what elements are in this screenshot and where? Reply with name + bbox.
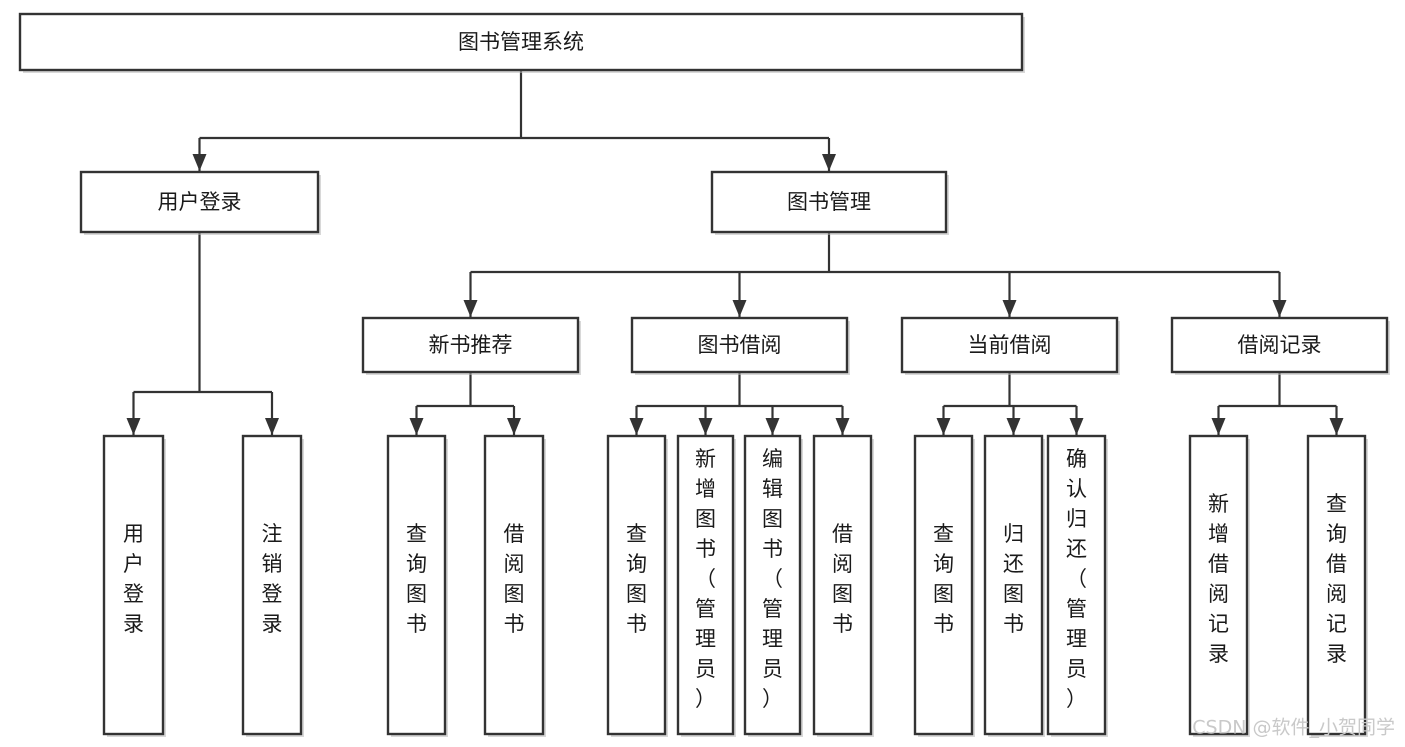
node-label: 图书管理 [787,190,871,214]
node-query-book-2[interactable]: 查询图书 [606,434,668,737]
node-rect[interactable] [386,434,447,736]
node-add-borrow-record[interactable]: 新增借阅记录 [1188,434,1250,737]
node-rect[interactable] [676,434,735,736]
arrow-head-icon [1002,300,1017,317]
node-label: 查询借阅记录 [1326,492,1347,666]
node-rect[interactable] [913,434,974,736]
node-borrow-record[interactable]: 借阅记录 [1170,316,1390,375]
node-label: 用户登录 [158,190,242,214]
arrow-head-icon [1272,300,1287,317]
node-label: 图书借阅 [698,333,782,357]
node-rect[interactable] [79,170,320,234]
node-rect[interactable] [1306,434,1367,736]
arrow-head-icon [192,154,207,171]
node-query-book-3[interactable]: 查询图书 [913,434,975,737]
node-add-book-admin[interactable]: 新增图书（管理员） [676,434,736,737]
node-user-logout[interactable]: 注销登录 [241,434,304,737]
node-undefined[interactable]: 图书管理系统 [18,12,1025,73]
arrow-head-icon [732,300,747,317]
arrow-head-icon [1069,418,1084,435]
node-label: 注销登录 [262,522,283,636]
arrow-head-icon [1329,418,1344,435]
node-rect[interactable] [606,434,667,736]
connector-layer [126,70,1344,435]
arrow-head-icon [765,418,780,435]
arrow-head-icon [409,418,424,435]
arrow-head-icon [507,418,521,435]
node-query-book-1[interactable]: 查询图书 [386,434,448,737]
arrow-head-icon [265,418,279,435]
node-rect[interactable] [900,316,1119,374]
node-current-borrow[interactable]: 当前借阅 [900,316,1120,375]
arrow-head-icon [463,300,478,317]
node-rect[interactable] [241,434,303,736]
csdn-watermark: CSDN @软件_小贺同学 [1192,717,1395,739]
node-borrow-book-1[interactable]: 借阅图书 [483,434,546,737]
node-label: 当前借阅 [968,333,1052,357]
node-rect[interactable] [812,434,873,736]
arrow-head-icon [835,418,850,435]
node-rect[interactable] [102,434,165,736]
arrow-head-icon [698,418,713,435]
node-label: 借阅图书 [832,522,853,636]
node-rect[interactable] [743,434,802,736]
node-label: 用户登录 [123,522,144,636]
node-book-borrow[interactable]: 图书借阅 [630,316,850,375]
arrow-head-icon [936,418,951,435]
node-label: 借阅图书 [504,522,525,636]
node-label: 借阅记录 [1238,333,1322,357]
node-label: 编辑图书（管理员） [762,447,783,711]
node-borrow-book-2[interactable]: 借阅图书 [812,434,874,737]
node-user-login[interactable]: 用户登录 [79,170,321,235]
node-rect[interactable] [18,12,1024,72]
arrow-head-icon [126,418,141,435]
arrow-head-icon [1211,418,1226,435]
node-rect[interactable] [983,434,1044,736]
node-new-book-recommend[interactable]: 新书推荐 [361,316,581,375]
node-label: 查询图书 [406,522,427,636]
arrow-head-icon [1006,418,1021,435]
node-rect[interactable] [630,316,849,374]
node-book-manage[interactable]: 图书管理 [710,170,949,235]
node-label: 归还图书 [1003,522,1024,636]
node-rect[interactable] [483,434,545,736]
node-return-book[interactable]: 归还图书 [983,434,1045,737]
node-label: 新书推荐 [429,333,513,357]
arrow-head-icon [822,154,836,171]
node-edit-book-admin[interactable]: 编辑图书（管理员） [743,434,803,737]
node-rect[interactable] [1046,434,1107,736]
node-rect[interactable] [1170,316,1389,374]
node-user-login-do[interactable]: 用户登录 [102,434,166,737]
node-rect[interactable] [361,316,580,374]
node-label: 查询图书 [933,522,954,636]
node-label: 确认归还（管理员） [1066,447,1087,711]
node-label: 查询图书 [626,522,647,636]
node-label: 图书管理系统 [458,30,584,54]
node-query-borrow-record[interactable]: 查询借阅记录 [1306,434,1368,737]
arrow-head-icon [629,418,644,435]
node-label: 新增借阅记录 [1208,492,1229,666]
node-rect[interactable] [710,170,948,234]
node-label: 新增图书（管理员） [695,447,716,711]
node-rect[interactable] [1188,434,1249,736]
node-confirm-return-admin[interactable]: 确认归还（管理员） [1046,434,1108,737]
